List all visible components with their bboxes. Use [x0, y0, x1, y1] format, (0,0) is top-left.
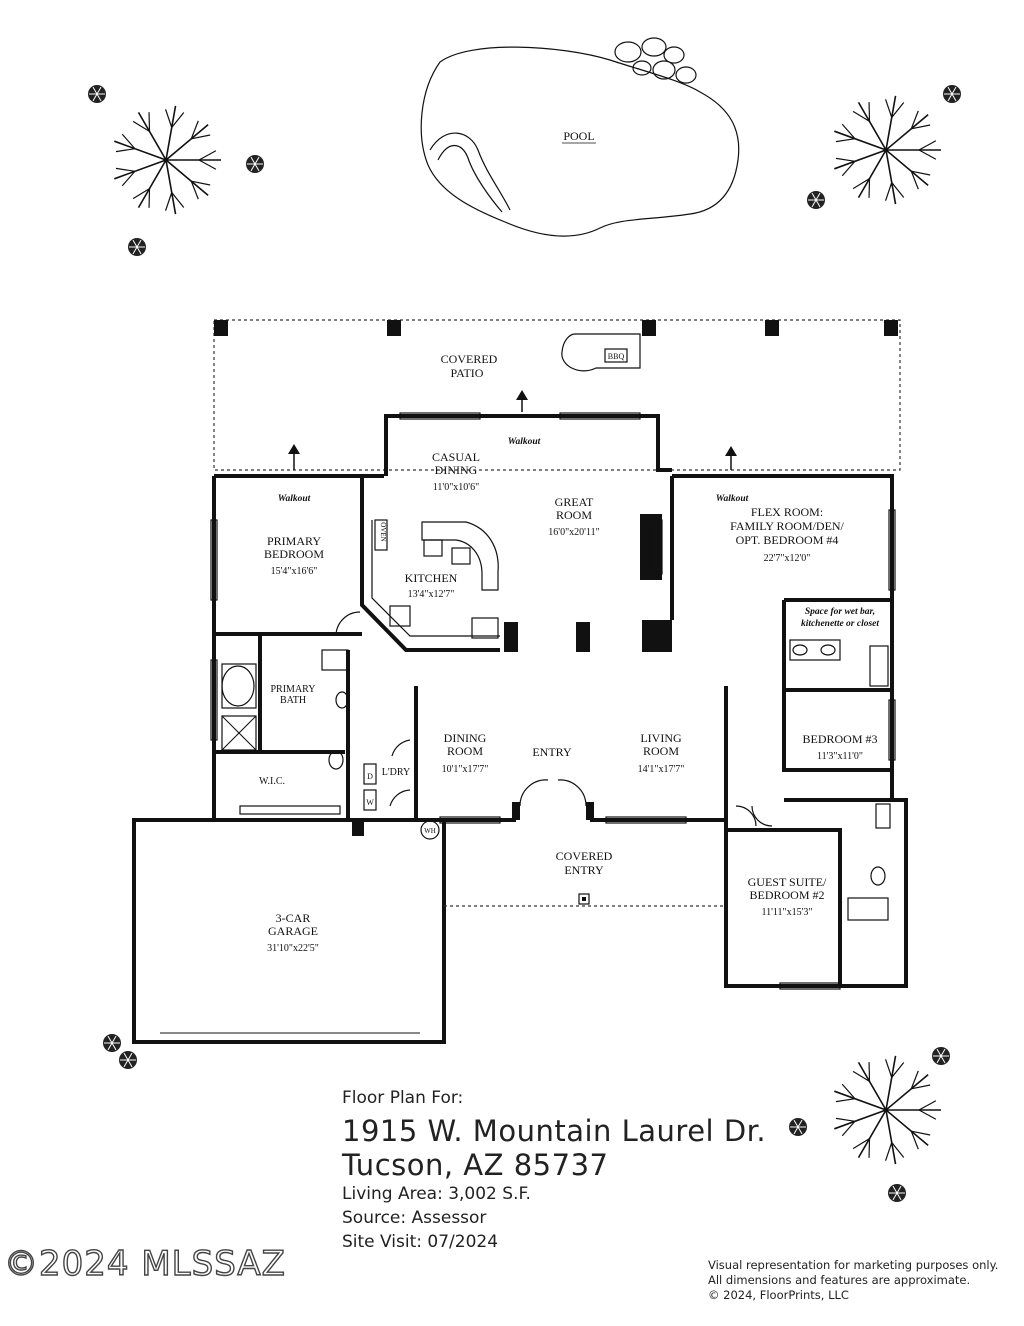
- casual-dining-dim: 11'0"x10'6": [433, 482, 479, 493]
- source: Source: Assessor: [342, 1208, 487, 1228]
- living-area: Living Area: 3,002 S.F.: [342, 1184, 531, 1204]
- primary-bathtub: [221, 665, 255, 707]
- landscape-trees: [88, 85, 961, 1202]
- guest-suite-label-1: GUEST SUITE/: [748, 875, 827, 889]
- laundry-label: L'DRY: [382, 767, 410, 778]
- windows: [210, 412, 896, 990]
- dryer-label: D: [367, 772, 373, 781]
- walkout-label-flex: Walkout: [716, 494, 749, 504]
- kitchen-dim: 13'4"x12'7": [408, 589, 455, 600]
- mls-watermark: ©2024 MLSSAZ: [3, 1243, 286, 1284]
- dining-room-label-2: ROOM: [447, 744, 483, 758]
- dining-room-dim: 10'1"x17'7": [442, 764, 489, 775]
- oven-label: OVEN: [379, 522, 387, 541]
- bbq-island: [561, 333, 641, 372]
- patio-columns: [214, 320, 898, 336]
- covered-patio-label-1: COVERED: [441, 352, 498, 366]
- primary-bedroom-label-2: BEDROOM: [264, 547, 324, 561]
- covered-entry-label-2: ENTRY: [564, 863, 604, 877]
- shrub-icon: [119, 1051, 137, 1069]
- great-room-label-2: ROOM: [556, 508, 592, 522]
- living-room-label-1: LIVING: [640, 731, 682, 745]
- kitchen-label: KITCHEN: [405, 571, 458, 585]
- primary-bedroom-label-1: PRIMARY: [267, 534, 321, 548]
- wet-bar-note-1: Space for wet bar,: [805, 607, 875, 617]
- wic-label: W.I.C.: [259, 776, 285, 787]
- shrub-icon: [128, 238, 146, 256]
- covered-patio-outline: [213, 319, 901, 471]
- garage-dim: 31'10"x22'5": [267, 943, 319, 954]
- kitchen-island: [421, 521, 499, 591]
- property-info: Floor Plan For: 1915 W. Mountain Laurel …: [342, 1086, 766, 1254]
- primary-bath-label-1: PRIMARY: [270, 684, 315, 695]
- shrub-icon: [932, 1047, 950, 1065]
- casual-dining-label-1: CASUAL: [432, 450, 480, 464]
- water-heater: [420, 820, 440, 840]
- wet-bar-note-2: kitchenette or closet: [801, 619, 879, 629]
- site-visit: Site Visit: 07/2024: [342, 1232, 499, 1252]
- flex-room-label-1: FLEX ROOM:: [751, 505, 823, 519]
- pool: [420, 37, 740, 237]
- pool-label: POOL: [563, 129, 594, 143]
- address-line-2: Tucson, AZ 85737: [342, 1148, 609, 1182]
- shrub-icon: [103, 1034, 121, 1052]
- bedroom3-label: BEDROOM #3: [802, 732, 877, 746]
- garage-label-1: 3-CAR: [276, 911, 311, 925]
- primary-bedroom-dim: 15'4"x16'6": [271, 566, 318, 577]
- washer-label: W: [366, 798, 374, 807]
- floor-plan-for-label: Floor Plan For:: [342, 1088, 464, 1108]
- shrub-icon: [246, 155, 264, 173]
- house-walls: [132, 414, 908, 1044]
- walkout-label-great: Walkout: [508, 437, 541, 447]
- walkout-label-primary: Walkout: [278, 494, 311, 504]
- entry-doors: [519, 779, 587, 807]
- tree-icon: [834, 95, 941, 205]
- shrub-icon: [807, 191, 825, 209]
- fireplace: [352, 514, 672, 836]
- flex-room-label-2: FAMILY ROOM/DEN/: [730, 519, 844, 533]
- covered-entry-label-1: COVERED: [556, 849, 613, 863]
- disclaimer-line-1: Visual representation for marketing purp…: [708, 1258, 999, 1272]
- bbq-label: BBQ: [608, 352, 625, 361]
- disclaimer-line-3: © 2024, FloorPrints, LLC: [708, 1288, 849, 1302]
- tree-icon: [834, 1055, 941, 1165]
- shrub-icon: [88, 85, 106, 103]
- dining-room-label-1: DINING: [444, 731, 487, 745]
- flex-room-label-3: OPT. BEDROOM #4: [736, 533, 839, 547]
- address-line-1: 1915 W. Mountain Laurel Dr.: [342, 1114, 767, 1148]
- walkout-arrows: [288, 390, 737, 470]
- guest-suite-dim: 11'11"x15'3": [761, 907, 812, 918]
- disclaimer-line-2: All dimensions and features are approxim…: [708, 1273, 971, 1287]
- tree-icon: [114, 105, 221, 215]
- shrub-icon: [888, 1184, 906, 1202]
- shrub-icon: [943, 85, 961, 103]
- flex-room-dim: 22'7"x12'0": [764, 553, 811, 564]
- entry-label: ENTRY: [532, 745, 572, 759]
- disclaimer: Visual representation for marketing purp…: [708, 1258, 998, 1303]
- boulders: [614, 37, 697, 84]
- living-room-label-2: ROOM: [643, 744, 679, 758]
- living-room-dim: 14'1"x17'7": [638, 764, 685, 775]
- shrub-icon: [789, 1118, 807, 1136]
- guest-suite-label-2: BEDROOM #2: [749, 888, 824, 902]
- bedroom3-dim: 11'3"x11'0": [817, 751, 863, 762]
- great-room-label-1: GREAT: [555, 495, 594, 509]
- primary-bath-label-2: BATH: [280, 695, 306, 706]
- great-room-dim: 16'0"x20'11": [548, 527, 599, 538]
- water-heater-label: WH: [424, 827, 436, 835]
- covered-patio-label-2: PATIO: [451, 366, 484, 380]
- casual-dining-label-2: DINING: [435, 463, 478, 477]
- garage-label-2: GARAGE: [268, 924, 318, 938]
